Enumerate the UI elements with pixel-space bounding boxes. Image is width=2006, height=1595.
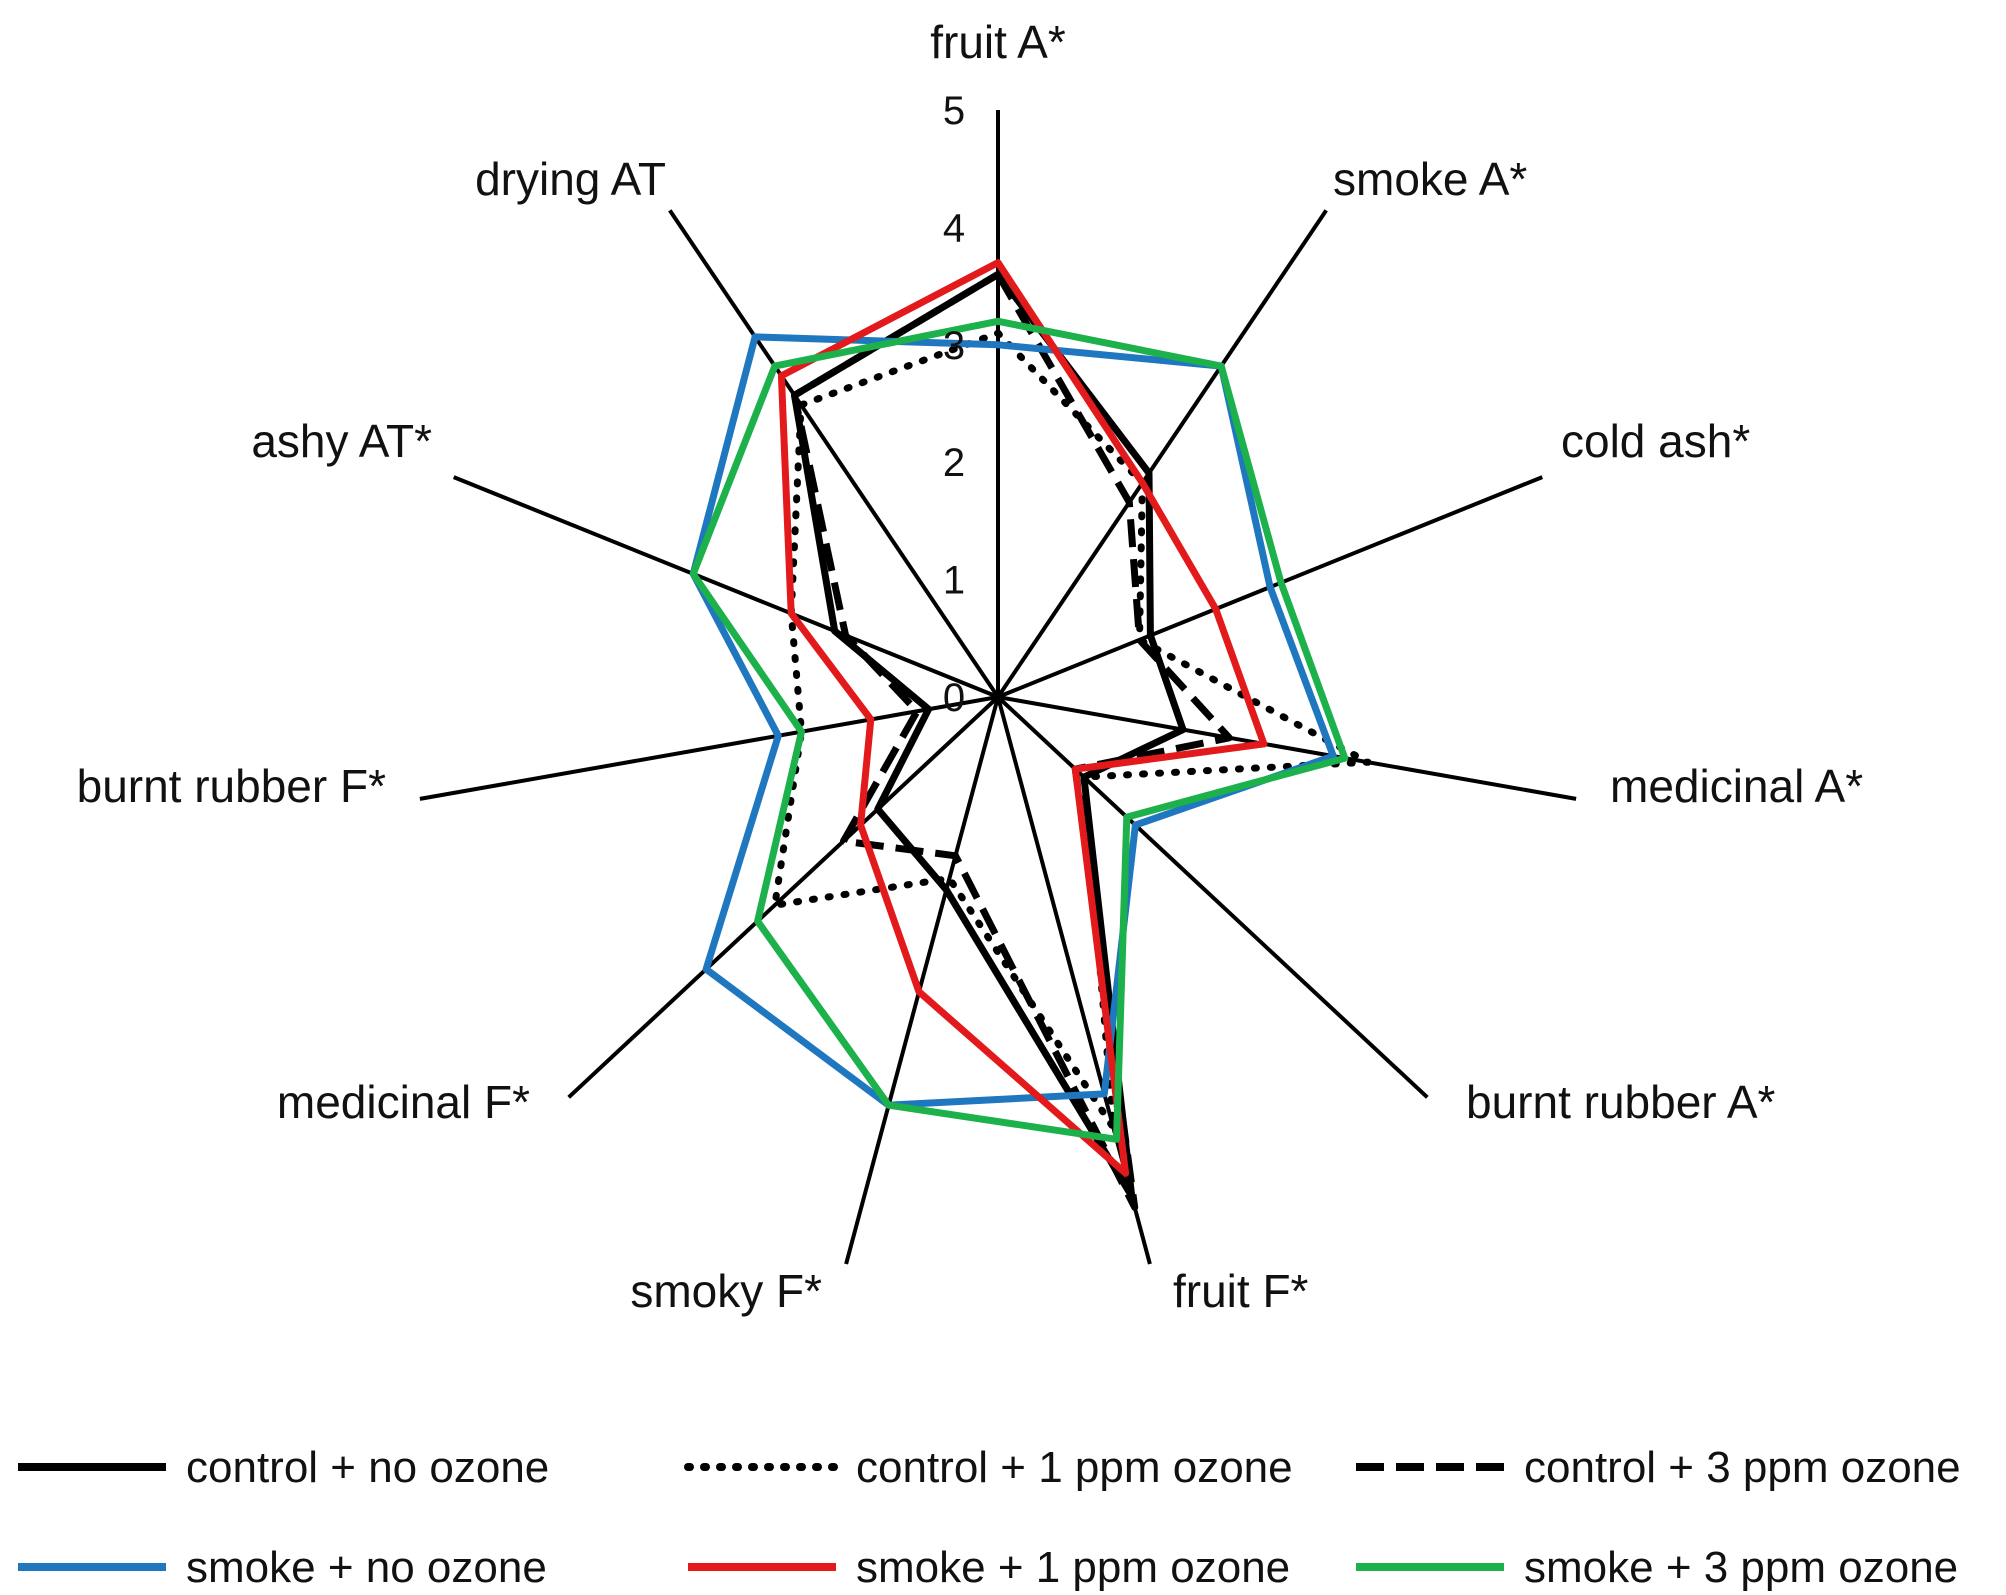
legend-label-smoke-1-ppm-ozone: smoke + 1 ppm ozone: [856, 1543, 1290, 1592]
legend-item-smoke-1-ppm-ozone: smoke + 1 ppm ozone: [688, 1543, 1290, 1592]
axis-line-burnt-rubber-a: [996, 695, 1429, 1099]
legend-label-control-no-ozone: control + no ozone: [186, 1443, 549, 1492]
legend-item-control-1-ppm-ozone: control + 1 ppm ozone: [684, 1443, 1293, 1492]
legend-label-smoke-no-ozone: smoke + no ozone: [186, 1543, 547, 1592]
axis-label-fruit-f: fruit F*: [1173, 1265, 1309, 1317]
axis-label-smoky-f: smoky F*: [630, 1265, 822, 1317]
axis-line-drying-at: [668, 209, 1000, 699]
tick-labels: 0 1 2 3 4 5: [943, 89, 965, 720]
tick-label-1: 1: [943, 559, 965, 603]
axis-label-drying-at: drying AT: [475, 153, 666, 205]
legend-label-smoke-3-ppm-ozone: smoke + 3 ppm ozone: [1524, 1543, 1958, 1592]
axis-label-fruit-a: fruit A*: [930, 16, 1066, 68]
legend-item-control-3-ppm-ozone: control + 3 ppm ozone: [1356, 1443, 1961, 1492]
legend-item-control-no-ozone: control + no ozone: [18, 1443, 549, 1492]
series-smoke-1-ppm-ozone: [777, 259, 1268, 1177]
series-control-no-ozone: [791, 270, 1187, 1200]
series-control-3-ppm-ozone: [791, 270, 1233, 1211]
series-layer: [689, 259, 1372, 1211]
series-control-1-ppm-ozone: [771, 329, 1372, 1132]
tick-label-2: 2: [943, 441, 965, 485]
tick-label-4: 4: [943, 206, 965, 250]
axis-line-smoky-f: [844, 696, 1000, 1265]
axis-label-burnt-rubber-f: burnt rubber F*: [77, 760, 386, 812]
series-smoke-no-ozone: [689, 333, 1337, 1109]
axes-layer: [419, 110, 1577, 1265]
axis-line-burnt-rubber-f: [419, 695, 999, 801]
axis-label-ashy-at: ashy AT*: [251, 415, 432, 467]
axis-labels: fruit A* smoke A* cold ash* medicinal A* bur…: [77, 16, 1864, 1317]
series-smoke-3-ppm-ozone: [689, 317, 1349, 1143]
legend-label-control-1-ppm-ozone: control + 1 ppm ozone: [856, 1443, 1293, 1492]
axis-line-ashy-at: [452, 475, 999, 699]
legend-label-control-3-ppm-ozone: control + 3 ppm ozone: [1524, 1443, 1961, 1492]
axis-label-smoke-a: smoke A*: [1333, 153, 1527, 205]
axis-label-cold-ash: cold ash*: [1561, 415, 1750, 467]
axis-line-medicinal-a: [997, 695, 1577, 801]
tick-label-3: 3: [943, 324, 965, 368]
legend-item-smoke-3-ppm-ozone: smoke + 3 ppm ozone: [1356, 1543, 1958, 1592]
legend: control + no ozone control + 1 ppm ozone c…: [18, 1443, 1961, 1592]
tick-label-5: 5: [943, 89, 965, 133]
axis-label-medicinal-f: medicinal F*: [277, 1076, 530, 1128]
axis-line-medicinal-f: [567, 695, 1000, 1099]
axis-line-smoke-a: [996, 209, 1328, 699]
legend-item-smoke-no-ozone: smoke + no ozone: [18, 1543, 547, 1592]
axis-label-burnt-rubber-a: burnt rubber A*: [1466, 1076, 1776, 1128]
tick-label-0: 0: [943, 676, 965, 720]
axis-label-medicinal-a: medicinal A*: [1610, 760, 1863, 812]
